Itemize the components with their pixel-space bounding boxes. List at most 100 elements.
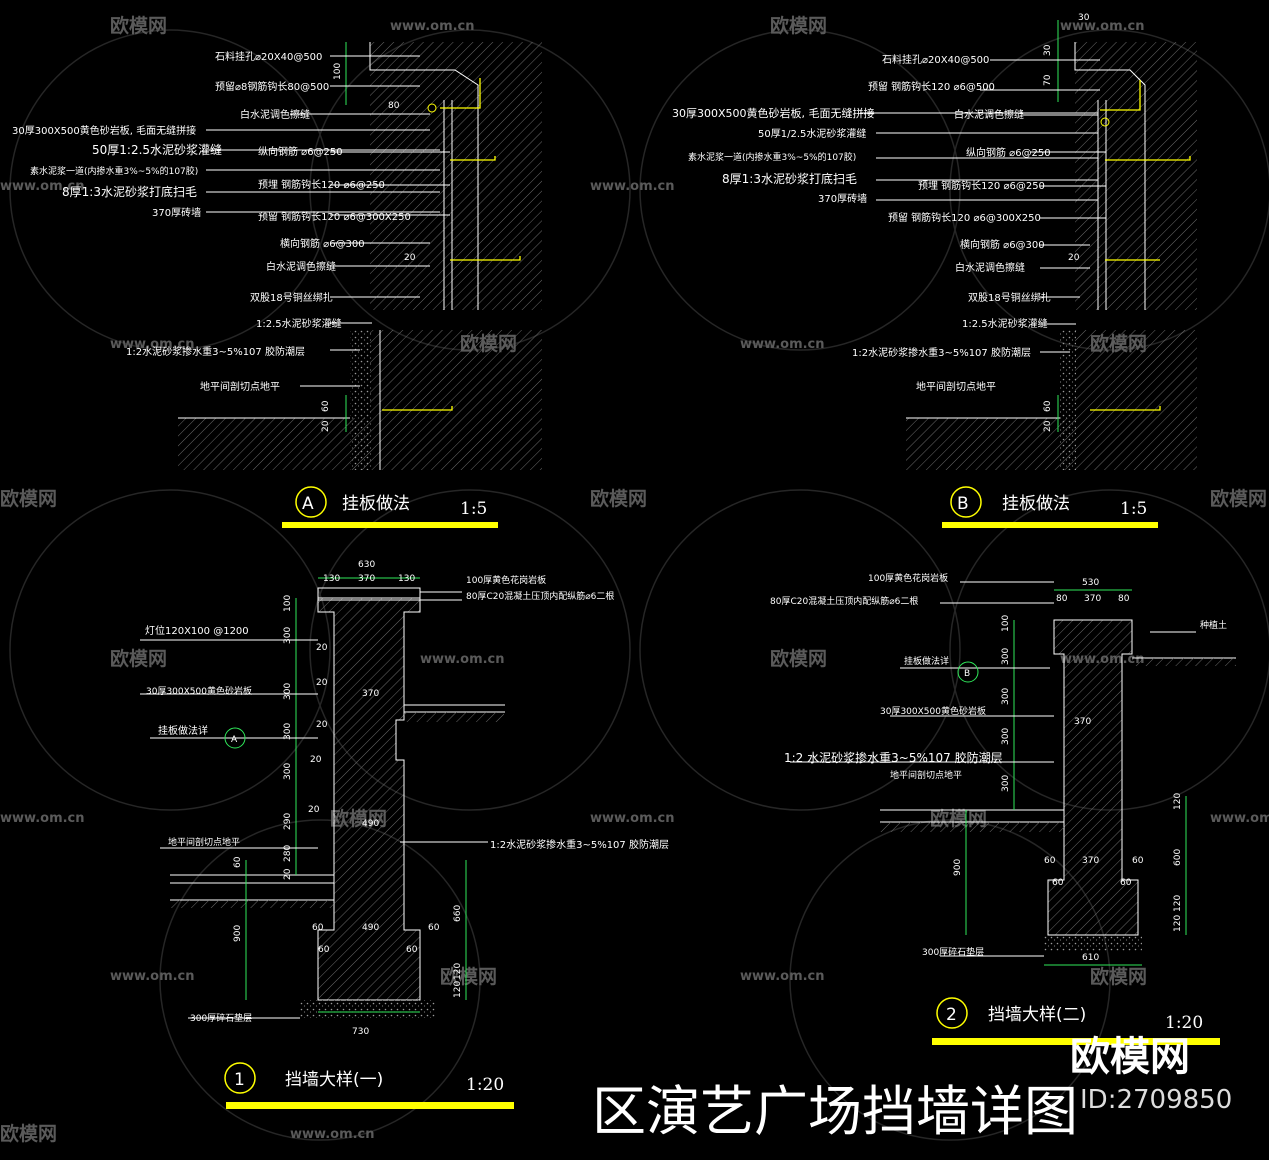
watermark-brand: 欧模网 [0,1122,57,1145]
detail-scale: 1:20 [466,1075,504,1095]
dim-text: 100 [333,63,343,80]
dim-text: 60 [428,923,440,933]
detail-badge-text: 1 [234,1070,245,1090]
leader-lines [790,581,1196,957]
dim-text: 300 [283,627,293,644]
annotation: 白水泥调色擦缝 [955,261,1025,274]
panel-a-detail: 100 80 20 60 20 石料挂孔⌀20X40@500 预留⌀8钢筋钩长8… [12,42,542,528]
dim-text: 300 [1001,775,1011,792]
brick-wall-hatch [370,42,542,310]
watermark-url: www.om.cn [110,337,195,352]
watermark-url: www.om.cn [390,19,475,34]
coping-stone [317,587,421,601]
dim-text: 300 [283,683,293,700]
mortar-layer [350,330,372,470]
annotation: 300厚碎石垫层 [922,946,984,958]
watermark-brand: 欧模网 [1090,965,1147,988]
annotation: 1:2 水泥砂浆掺水重3~5%107 胶防潮层 [784,750,1003,765]
watermark-url: www.om.cn [740,337,825,352]
dim-text: 100 [283,595,293,612]
annotation: 30厚300X500黄色砂岩板, 毛面无缝拼接 [12,124,196,137]
title-underline [942,522,1158,528]
watermark-url: www.om.cn [1210,811,1269,826]
dim-text: 60 [233,856,243,868]
ground-hatch [880,822,1064,832]
leader-lines [860,59,1106,353]
dim-text: 370 [1082,856,1099,866]
ground-line-left [170,874,334,901]
annotation: 预留 钢筋钩长120 ⌀6@500 [868,80,995,93]
watermark-brand: 欧模网 [770,14,827,37]
detail-scale: 1:20 [1165,1013,1203,1033]
dim-text: 120 [1173,915,1183,932]
annotation: 挂板做法详 [904,655,949,667]
watermark-brand: 欧模网 [770,647,827,670]
watermark-brand: 欧模网 [590,487,647,510]
detail-title: 挂板做法 [342,494,410,514]
dim-text: 80 [388,101,400,111]
watermark-url: www.om.cn [590,811,675,826]
ground-hatch [906,418,1076,470]
annotation: 预埋 钢筋钩长120 ⌀6@250 [918,179,1045,192]
panel-2-retaining-wall: 530 80 370 80 100 300 300 300 300 370 60… [770,572,1236,1045]
annotation: 双股18号铜丝绑扎 [968,291,1051,304]
dim-text: 20 [283,868,293,880]
dim-text: 20 [1043,420,1053,432]
annotation: 种植土 [1200,619,1227,631]
watermark-url: www.om.cn [290,1127,375,1142]
annotation: 8厚1:3水泥砂浆打底扫毛 [722,171,857,186]
annotation: 灯位120X100 @1200 [145,624,249,637]
wall-section [317,597,421,1001]
annotation: 100厚黄色花岗岩板 [466,574,546,586]
dim-text: 370 [1074,717,1091,727]
ground-line-right [404,704,505,713]
annotation: 80厚C20混凝土压顶内配纵筋⌀6二根 [466,590,614,602]
annotation: 370厚砖墙 [818,192,867,205]
annotation: 100厚黄色花岗岩板 [868,572,948,584]
watermark-url: www.om.cn [0,179,85,194]
brick-wall-hatch [370,330,542,470]
watermark-brand: 欧模网 [0,487,57,510]
dim-text: 60 [321,400,331,412]
dim-text: 60 [1120,878,1132,888]
dim-text: 80 [1118,594,1130,604]
detail-badge-text: A [302,494,314,514]
dim-text: 300 [283,723,293,740]
dim-text: 60 [1043,400,1053,412]
annotation: 白水泥调色擦缝 [266,260,336,273]
annotation: 300厚碎石垫层 [190,1012,252,1024]
dim-text: 20 [310,755,322,765]
gravel-bed [1044,935,1142,951]
annotation: 8厚1:3水泥砂浆打底扫毛 [62,184,197,199]
dim-text: 60 [1132,856,1144,866]
rebar-hook [382,78,521,411]
dim-text: 80 [1056,594,1068,604]
detail-scale: 1:5 [1120,499,1147,519]
dim-text: 370 [1084,594,1101,604]
reference-badge-text: B [964,669,970,679]
dim-text: 60 [1052,878,1064,888]
dim-text: 610 [1082,953,1099,963]
annotation: 预留⌀8钢筋钩长80@500 [215,80,329,93]
ground-hatch [170,900,334,908]
drawing-id: ID:2709850 [1080,1085,1232,1115]
dim-text: 20 [321,420,331,432]
dim-text: 120 [1173,793,1183,810]
dim-text: 20 [1068,253,1080,263]
annotation: 石料挂孔⌀20X40@500 [882,53,989,66]
dim-text: 120 [1173,895,1183,912]
brand-logo-text: 欧模网 [1070,1034,1190,1080]
reference-badge-text: A [231,735,238,745]
detail-title: 挡墙大样(一) [285,1070,383,1090]
dim-text: 490 [362,819,379,829]
dim-text: 130 [323,574,340,584]
annotation: 30厚300X500黄色砂岩板 [146,685,252,697]
annotation: 1:2.5水泥砂浆灌缝 [962,317,1048,330]
dim-text: 370 [358,574,375,584]
watermark-brand: 欧模网 [1210,487,1267,510]
dim-text: 20 [404,253,416,263]
annotation: 石料挂孔⌀20X40@500 [215,50,322,63]
annotation: 370厚砖墙 [152,206,201,219]
drawing-title: 区演艺广场挡墙详图 [592,1080,1078,1143]
